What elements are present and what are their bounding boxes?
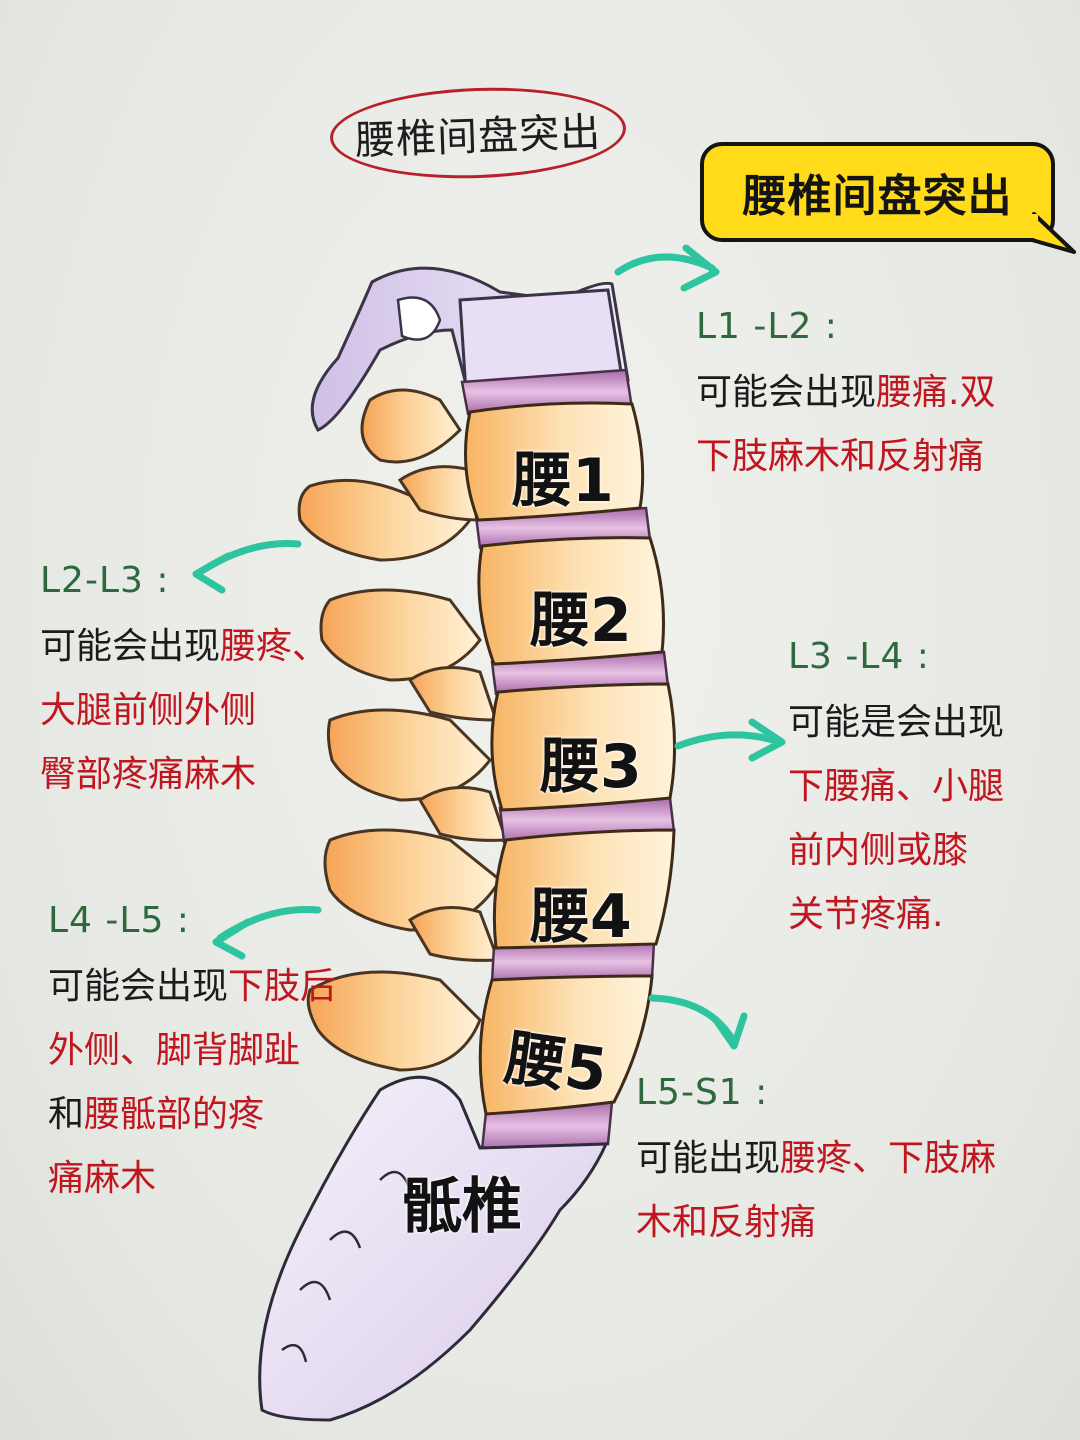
annotation-symptom: 痛麻木 (48, 1158, 157, 1199)
annotation-prefix: 可能出现 (636, 1138, 781, 1179)
title-speech-bubble: 腰椎间盘突出 (700, 142, 1055, 242)
annotation-symptom: 臀部疼痛麻木 (40, 754, 257, 795)
vertebral-bodies (464, 401, 677, 1116)
annotation-connector: 和 (48, 1094, 85, 1135)
arrow-l2-l3 (192, 540, 302, 594)
hand-title-text: 腰椎间盘突出 (354, 109, 602, 165)
annotation-code: L2-L3 : (40, 560, 170, 601)
annotation-code: L1 -L2 : (696, 306, 838, 347)
bubble-title-text: 腰椎间盘突出 (742, 171, 1013, 222)
vertebra-label-sacrum: 骶椎 (402, 1172, 522, 1242)
arrows (192, 244, 786, 1050)
annotation-symptom: 腰疼、 (220, 626, 329, 667)
arrow-l1-l2 (614, 244, 720, 292)
annotation-symptom: 关节疼痛. (788, 894, 944, 935)
annotation-symptom: 下腰痛、小腿 (788, 766, 1005, 807)
annotation-code: L3 -L4 : (788, 636, 930, 677)
annotation-l5-s1: L5-S1 : 可能出现腰疼、下肢麻 木和反射痛 (636, 1072, 996, 1255)
spinous-processes (297, 388, 509, 1072)
vertebra-label-l2: 腰2 (530, 586, 632, 656)
vertebra-label-l1: 腰1 (512, 446, 614, 516)
annotation-symptom: 下肢麻木和反射痛 (696, 436, 985, 477)
annotation-code: L4 -L5 : (48, 900, 190, 941)
annotation-prefix: 可能会出现 (48, 966, 229, 1007)
annotation-symptom: 大腿前侧外侧 (40, 690, 257, 731)
sacrum (258, 1075, 609, 1422)
annotation-prefix: 可能会出现 (40, 626, 221, 667)
vertebra-label-l3: 腰3 (540, 732, 642, 802)
bubble-tail (1030, 212, 1076, 254)
arrow-l3-l4 (674, 718, 786, 762)
annotation-prefix: 可能是会出现 (788, 702, 1005, 743)
annotation-l1-l2: L1 -L2 : 可能会出现腰痛.双 下肢麻木和反射痛 (696, 306, 995, 489)
annotation-code: L5-S1 : (636, 1072, 769, 1113)
annotation-l4-l5: L4 -L5 : 可能会出现下肢后 外侧、脚背脚趾 和腰骶部的疼 痛麻木 (48, 900, 336, 1211)
vertebra-label-l4: 腰4 (530, 882, 632, 952)
annotation-symptom: 腰疼、下肢麻 (780, 1138, 997, 1179)
vertebra-label-l5: 腰5 (500, 1023, 612, 1107)
annotation-prefix: 可能会出现 (696, 372, 877, 413)
arrow-l5-s1 (648, 994, 748, 1050)
annotation-symptom: 下肢后 (228, 966, 337, 1007)
annotation-symptom: 腰痛.双 (876, 372, 996, 413)
annotation-symptom: 外侧、脚背脚趾 (48, 1030, 301, 1071)
annotation-l3-l4: L3 -L4 : 可能是会出现 下腰痛、小腿 前内侧或膝 关节疼痛. (788, 636, 1004, 947)
annotation-l2-l3: L2-L3 : 可能会出现腰疼、 大腿前侧外侧 臀部疼痛麻木 (40, 560, 328, 807)
annotation-symptom: 木和反射痛 (636, 1202, 817, 1243)
annotation-symptom: 前内侧或膝 (788, 830, 969, 871)
annotation-symptom: 腰骶部的疼 (84, 1094, 265, 1135)
arrow-l4-l5 (212, 906, 322, 960)
